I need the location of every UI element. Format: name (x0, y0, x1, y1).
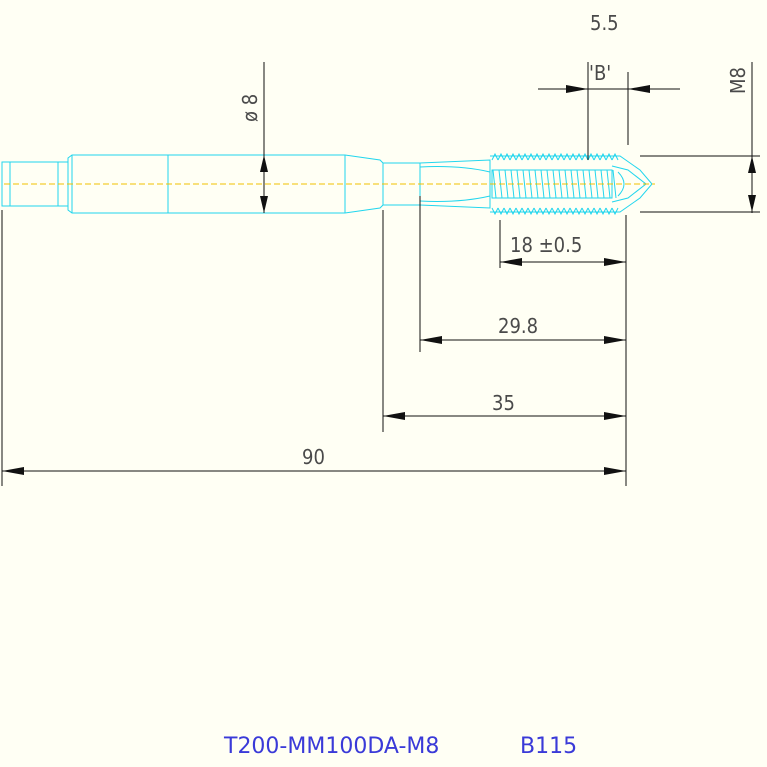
caption-part-number: T200-MM100DA-M8 (223, 734, 439, 759)
dim-shank-diameter: ø 8 (238, 94, 262, 122)
caption-code: B115 (520, 734, 577, 759)
dim-neck-length: 35 (492, 391, 515, 415)
dim-thread-size: M8 (726, 67, 750, 94)
dim-thread-tolerance: 18 ±0.5 (510, 233, 582, 257)
dim-flute-length: 29.8 (498, 314, 538, 338)
dim-thread-length-label: 'B' (589, 61, 611, 85)
dim-overall-length: 90 (302, 445, 325, 469)
dimension-lines (1, 62, 760, 486)
flute (419, 166, 491, 202)
dim-top-pitch: 5.5 (590, 11, 619, 35)
